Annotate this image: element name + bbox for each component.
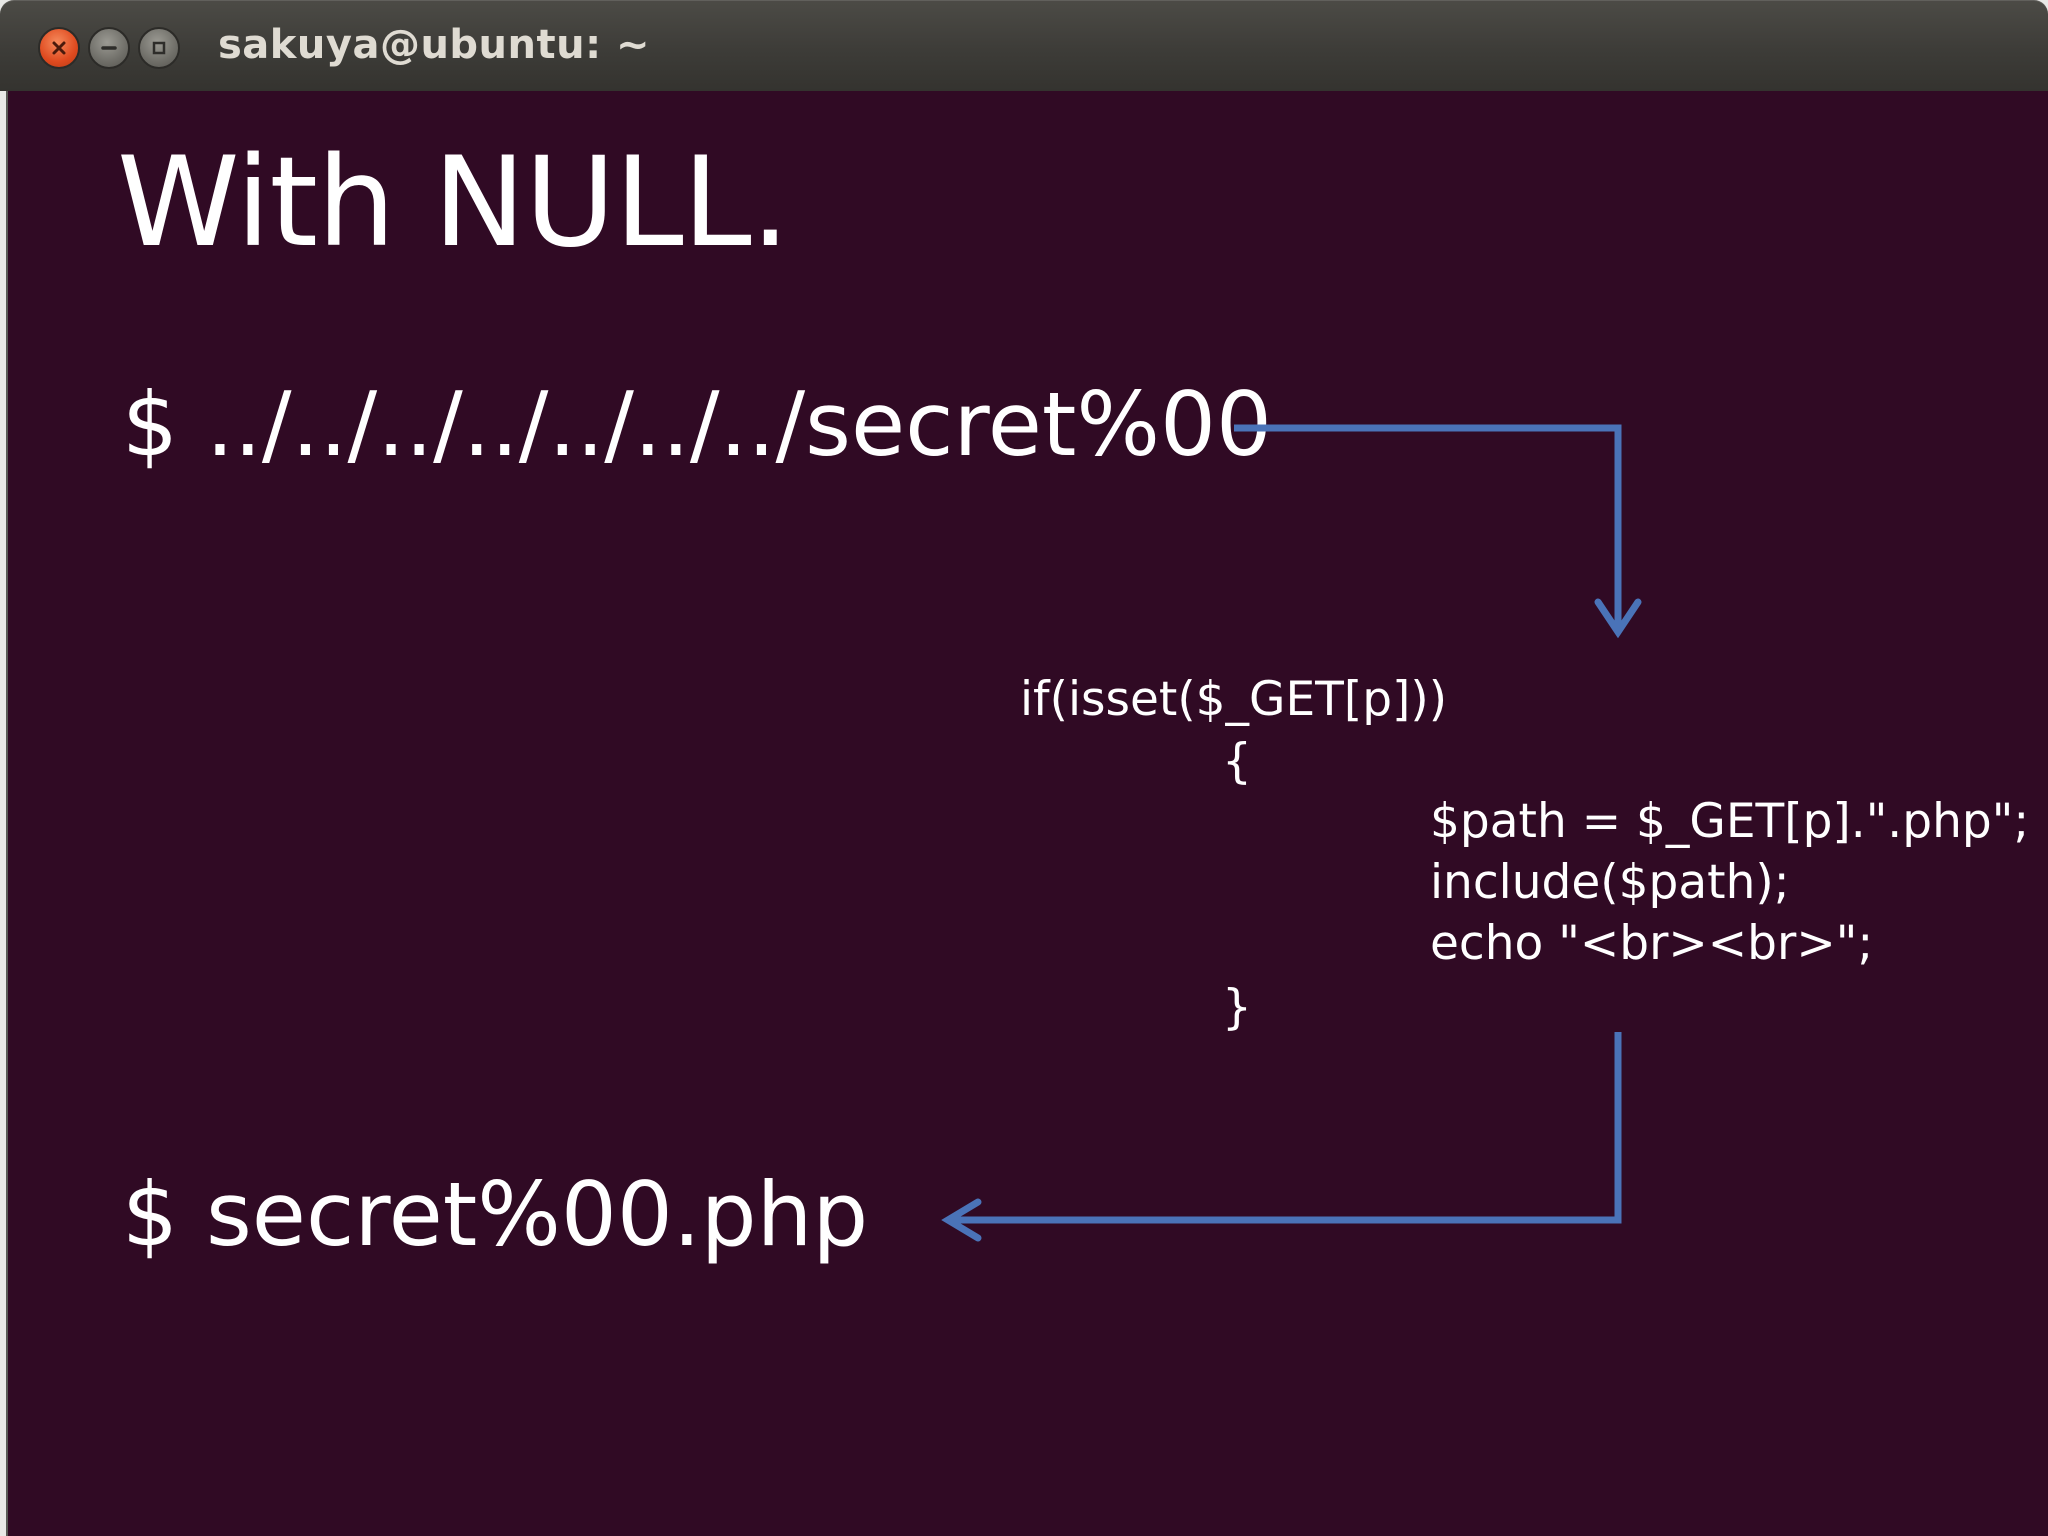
minimize-button[interactable] — [88, 27, 130, 69]
code-include-line: include($path); — [1430, 855, 1790, 910]
code-if-line: if(isset($_GET[p])) — [1020, 672, 1448, 727]
window-title: sakuya@ubuntu: ~ — [218, 22, 651, 68]
code-echo-line: echo "<br><br>"; — [1430, 916, 1874, 971]
slide-heading: With NULL. — [117, 131, 790, 275]
close-icon — [52, 41, 66, 55]
command-input-line: $ ../../../../../../../secret%00 — [122, 373, 1272, 476]
title-bar[interactable]: sakuya@ubuntu: ~ — [0, 0, 2048, 91]
terminal-content[interactable] — [6, 91, 2048, 1536]
command-result-line: $ secret%00.php — [122, 1163, 869, 1266]
code-open-brace: { — [1222, 734, 1252, 789]
close-button[interactable] — [38, 27, 80, 69]
maximize-button[interactable] — [138, 27, 180, 69]
minimize-icon — [101, 46, 117, 50]
code-path-line: $path = $_GET[p].".php"; — [1430, 794, 2030, 849]
maximize-icon — [152, 41, 166, 55]
code-close-brace: } — [1222, 980, 1252, 1035]
